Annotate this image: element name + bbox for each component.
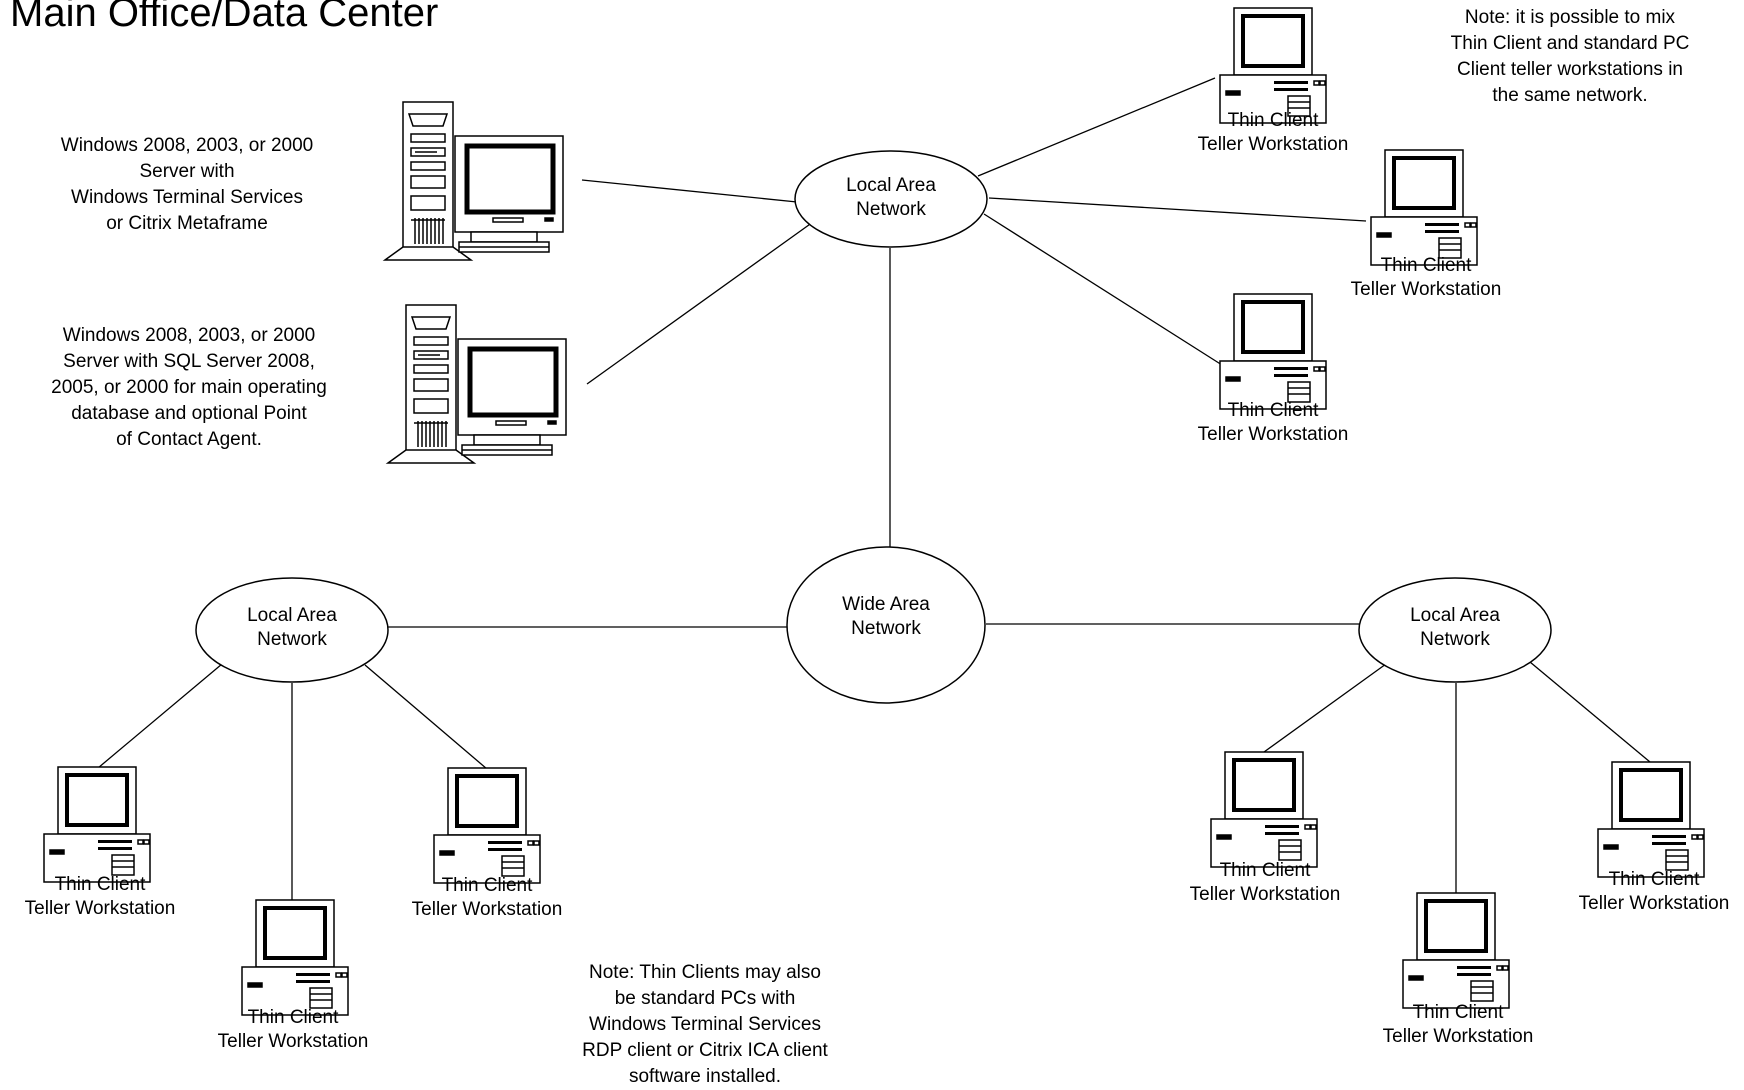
workstation-right2-icon xyxy=(1401,891,1511,1010)
workstation-left2-icon xyxy=(240,898,350,1017)
workstation-left1-icon xyxy=(42,765,152,884)
mix-clients-note: Note: it is possible to mix Thin Client … xyxy=(1450,7,1690,106)
terminal-server-description: Windows 2008, 2003, or 2000 Server with … xyxy=(60,135,314,234)
link-lan-ws-top xyxy=(977,77,1216,177)
page-title: Main Office/Data Center xyxy=(10,0,439,35)
link-lan-ws-low xyxy=(983,213,1223,366)
link-sql-server-lan xyxy=(586,221,814,385)
link-left-ws3 xyxy=(364,664,488,770)
thin-client-note: Note: Thin Clients may also be standard … xyxy=(582,962,828,1087)
workstation-right3-icon xyxy=(1596,760,1706,879)
link-terminal-server-lan xyxy=(581,179,798,203)
workstation-right1-icon xyxy=(1209,750,1319,869)
workstation-top-icon xyxy=(1218,6,1328,125)
sql-server-icon xyxy=(388,305,566,463)
link-right-ws3 xyxy=(1529,661,1651,763)
wan-ellipse xyxy=(786,546,986,704)
terminal-server-icon xyxy=(385,102,563,260)
workstation-low-icon xyxy=(1218,292,1328,411)
lan-main-ellipse xyxy=(794,150,988,248)
lan-right-ellipse xyxy=(1358,577,1552,683)
link-right-ws1 xyxy=(1263,663,1387,753)
lan-left-ellipse xyxy=(195,577,389,683)
sql-server-description: Windows 2008, 2003, or 2000 Server with … xyxy=(51,325,327,450)
workstation-left3-icon xyxy=(432,766,542,885)
workstation-mid-icon xyxy=(1369,148,1479,267)
link-lan-ws-mid xyxy=(988,197,1367,222)
link-left-ws1 xyxy=(97,663,223,769)
